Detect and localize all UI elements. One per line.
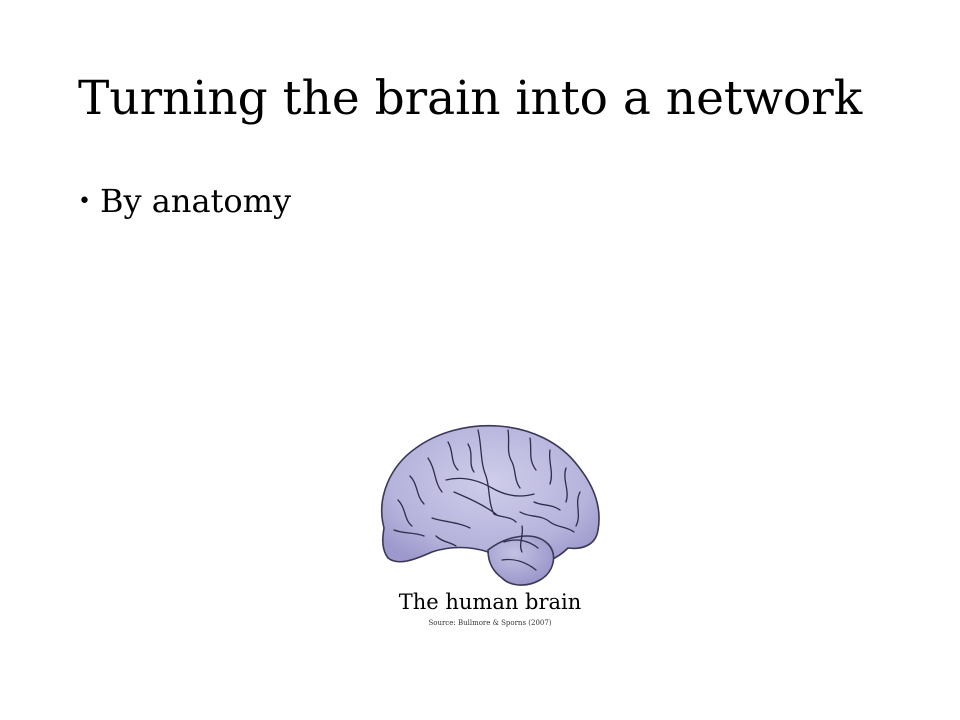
bullet-item: • By anatomy (78, 182, 291, 220)
temporal-lobe-shape (487, 535, 555, 586)
brain-illustration-icon (380, 424, 600, 586)
bullet-list: • By anatomy (78, 182, 291, 220)
cerebrum-shape (380, 424, 600, 568)
slide-title: Turning the brain into a network (78, 71, 863, 126)
bullet-text: By anatomy (100, 182, 292, 220)
bullet-marker: • (78, 189, 91, 214)
figure-source: Source: Bullmore & Sporns (2007) (428, 619, 552, 627)
brain-sulci (393, 429, 581, 571)
figure-caption: The human brain (398, 590, 582, 614)
